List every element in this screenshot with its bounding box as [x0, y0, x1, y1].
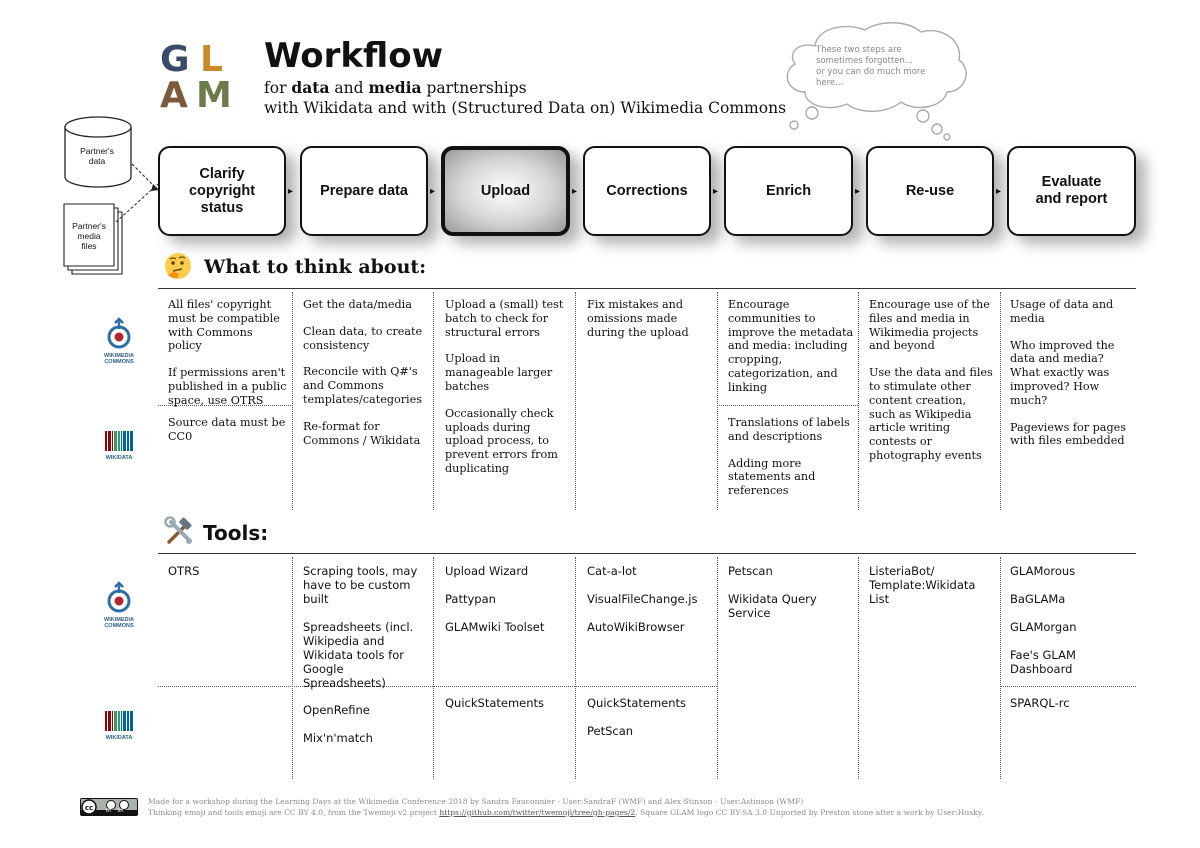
- wikimedia-commons-icon: [107, 581, 131, 613]
- logo-letter-g: G: [160, 39, 190, 80]
- row-divider: [158, 686, 717, 687]
- tools-cell-upload-wikidata: QuickStatements: [445, 696, 545, 710]
- inputs-graphic: [63, 116, 159, 275]
- svg-text:cc: cc: [85, 804, 93, 812]
- hammer-and-wrench-icon: [164, 516, 192, 544]
- glam-logo: G L A M: [160, 42, 238, 114]
- column-divider: [575, 292, 576, 510]
- cc-by-sa-icon: cc: [81, 799, 137, 815]
- step-re-use[interactable]: Re-use: [866, 146, 994, 236]
- tools-section-rule: [158, 553, 1136, 554]
- footer-line-2: Thinking emoji and tools emoji are CC BY…: [148, 808, 984, 817]
- logo-letter-a: A: [160, 75, 188, 116]
- tools-cell-reuse: ListeriaBot/ Template:Wikidata List: [869, 564, 976, 606]
- page-title: Workflow: [264, 36, 443, 76]
- think-cell-upload: Upload a (small) test batch to check for…: [445, 298, 564, 475]
- arrow-icon: ▸: [430, 186, 436, 197]
- step-upload[interactable]: Upload: [441, 146, 570, 236]
- think-cell-reuse: Encourage use of the files and media in …: [869, 298, 993, 462]
- column-divider: [433, 292, 434, 510]
- page-subtitle: for data and media partnerships with Wik…: [264, 78, 787, 117]
- wikidata-logo: WIKIDATA: [98, 711, 140, 741]
- row-divider: [1000, 686, 1136, 687]
- column-divider: [292, 557, 293, 779]
- step-corrections[interactable]: Corrections: [583, 146, 711, 236]
- arrow-icon: ▸: [713, 186, 719, 197]
- database-icon: [64, 116, 132, 188]
- row-divider: [717, 405, 858, 406]
- column-divider: [433, 557, 434, 779]
- wikidata-barcode-icon: [105, 711, 133, 731]
- wikidata-barcode-icon: [105, 431, 133, 451]
- twemoji-link[interactable]: https://github.com/twitter/twemoji/tree/…: [439, 808, 636, 817]
- cc-badge-labels: BY SA: [106, 809, 124, 814]
- arrow-icon: ▸: [855, 186, 861, 197]
- row-divider: [158, 405, 293, 406]
- think-section-rule: [158, 288, 1136, 289]
- arrow-icon: ▸: [996, 186, 1002, 197]
- thought-cloud: [786, 22, 967, 141]
- footer-credits: Made for a workshop during the Learning …: [148, 796, 983, 818]
- arrow-icon: ▸: [572, 186, 578, 197]
- tools-cell-evaluate-wikidata: SPARQL-rc: [1010, 696, 1070, 710]
- think-cell-enrich: Encourage communities to improve the met…: [728, 298, 854, 394]
- column-divider: [1000, 292, 1001, 510]
- think-cell-clarify: All files' copyright must be compatible …: [168, 298, 287, 407]
- logo-letter-l: L: [200, 39, 223, 80]
- cc-license-badge: cc: [80, 798, 138, 816]
- column-divider: [575, 557, 576, 779]
- wikimedia-commons-icon: [107, 317, 131, 349]
- arrow-icon: ▸: [288, 186, 294, 197]
- think-section-title: What to think about:: [204, 256, 427, 278]
- page-subtitle-line2: with Wikidata and with (Structured Data …: [264, 99, 787, 117]
- thought-cloud-text: These two steps are sometimes forgotten.…: [816, 45, 926, 88]
- column-divider: [292, 292, 293, 510]
- wikidata-logo: WIKIDATA: [98, 431, 140, 461]
- column-divider: [1000, 557, 1001, 779]
- think-cell-corrections: Fix mistakes and omissions made during t…: [587, 298, 689, 339]
- step-enrich[interactable]: Enrich: [724, 146, 853, 236]
- thinking-face-icon: [165, 253, 191, 279]
- media-files-icon: [63, 203, 123, 275]
- footer-line-1: Made for a workshop during the Learning …: [148, 797, 804, 806]
- column-divider: [717, 292, 718, 510]
- column-divider: [858, 292, 859, 510]
- think-cell-clarify-wikidata: Source data must be CC0: [168, 416, 286, 443]
- tools-cell-clarify: OTRS: [168, 564, 200, 578]
- column-divider: [858, 557, 859, 779]
- tools-section-title: Tools:: [203, 521, 269, 545]
- tools-cell-prepare: Scraping tools, may have to be custom bu…: [303, 564, 418, 690]
- logo-letter-m: M: [196, 75, 232, 116]
- column-divider: [717, 557, 718, 779]
- step-prepare-data[interactable]: Prepare data: [300, 146, 428, 236]
